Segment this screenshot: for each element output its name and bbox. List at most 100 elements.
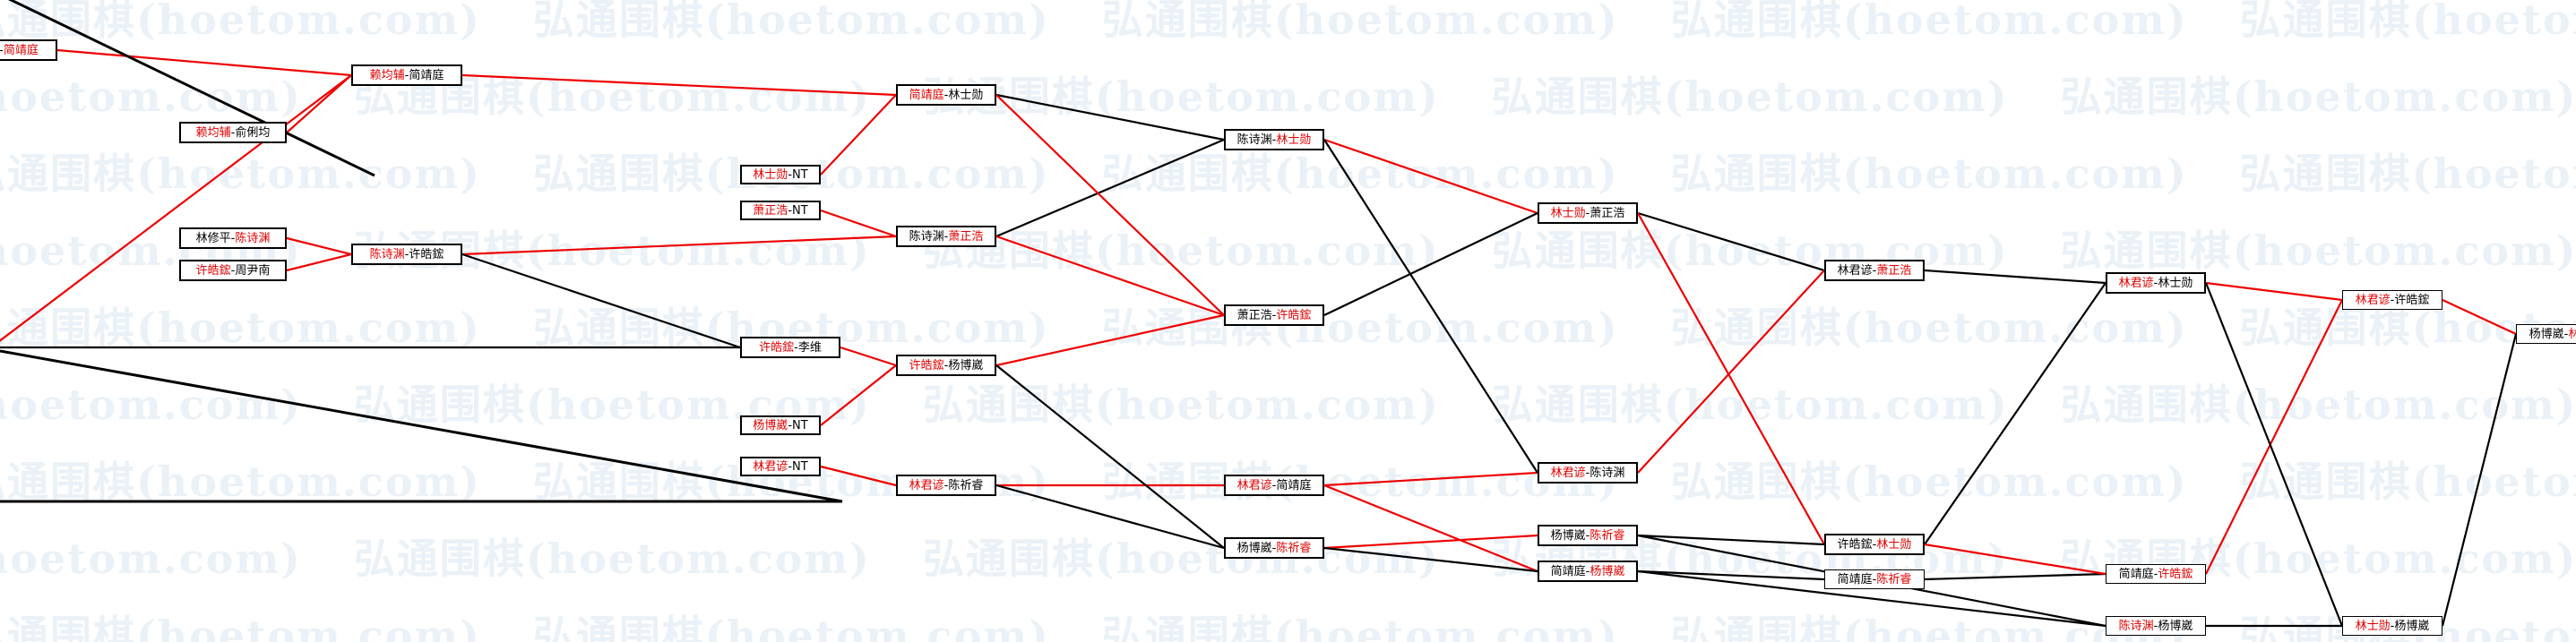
match-node[interactable]: 林君谚-林士勋 <box>2106 272 2206 294</box>
match-node[interactable]: 萧正浩-NT <box>740 201 821 220</box>
player-name: 杨博崴 <box>2394 619 2430 633</box>
watermark-row: 弘通围棋(hoetom.com)弘通围棋(hoetom.com)弘通围棋(hoe… <box>0 0 2576 47</box>
bracket-edge <box>820 364 897 426</box>
player-name: 萧正浩 <box>1876 263 1912 278</box>
bracket-edge <box>1323 471 1538 487</box>
player-name: 陈祈睿 <box>1876 572 1912 586</box>
player-name: 陈诗渊 <box>2118 619 2154 633</box>
player-name: 林君谚 <box>2355 293 2391 307</box>
watermark-text: 弘通围棋(hoetom.com) <box>532 612 1050 642</box>
watermark-text: 弘通围棋(hoetom.com) <box>1101 304 1619 352</box>
player-name: 许皓鋐 <box>1276 308 1312 322</box>
watermark-text: 弘通围棋(hoetom.com) <box>2239 458 2576 506</box>
player-name: 陈祈睿 <box>1276 541 1312 555</box>
match-node[interactable]: 陈诗渊-林士勋 <box>1224 129 1324 150</box>
match-node[interactable]: 赖均辅-简靖庭 <box>351 64 462 86</box>
match-node[interactable]: 简靖庭-许皓鋐 <box>2106 564 2206 584</box>
match-node[interactable]: 林君谚-许皓鋐 <box>2342 290 2442 310</box>
player-separator: - <box>2563 327 2569 341</box>
match-node[interactable]: 杨博崴-陈祈睿 <box>1224 537 1324 559</box>
match-node[interactable]: 许皓鋐-周尹南 <box>179 260 287 281</box>
bracket-edge <box>995 364 1225 549</box>
player-name: 陈祈睿 <box>948 478 984 492</box>
match-node[interactable]: …阳-简靖庭 <box>0 39 57 61</box>
match-node[interactable]: 林君谚-陈诗渊 <box>1538 462 1638 484</box>
player-name: 杨博崴 <box>1550 528 1586 543</box>
watermark-text: 弘通围棋(hoetom.com) <box>1670 304 2188 352</box>
match-node[interactable]: 林修平-陈诗渊 <box>179 227 287 249</box>
match-node[interactable]: 杨博崴-NT <box>740 415 821 435</box>
player-separator: - <box>1585 206 1590 220</box>
bracket-edge <box>286 253 352 272</box>
match-node[interactable]: 赖均辅-俞俐均 <box>179 122 287 143</box>
match-node[interactable]: 林士勋-杨博崴 <box>2342 616 2442 636</box>
watermark-text: 弘通围棋(hoetom.com) <box>2060 73 2576 121</box>
player-separator: - <box>788 167 793 182</box>
bracket-edge <box>286 74 352 133</box>
bracket-edge <box>1323 546 1538 573</box>
match-node[interactable]: 陈诗渊-许皓鋐 <box>351 244 462 265</box>
watermark-text: 弘通围棋(hoetom.com) <box>0 612 481 642</box>
player-separator: - <box>943 478 949 492</box>
watermark-text: 弘通围棋(hoetom.com) <box>2060 381 2576 429</box>
watermark-text: 弘通围棋(hoetom.com) <box>1491 227 2009 275</box>
watermark-text: 弘通围棋(hoetom.com) <box>1491 73 2009 121</box>
match-node[interactable]: 杨博崴-陈祈睿 <box>1538 525 1638 546</box>
player-name: 林君谚 <box>1837 263 1873 278</box>
bracket-edge <box>0 74 352 342</box>
match-node[interactable]: 许皓鋐-林士勋 <box>1824 534 1925 555</box>
player-name: 赖均辅 <box>195 125 231 140</box>
player-name: 林修平 <box>195 231 231 245</box>
watermark-text: 弘通围棋(hoetom.com) <box>2060 227 2576 275</box>
match-node[interactable]: 林君谚-NT <box>740 457 821 476</box>
player-name: 林士勋 <box>1550 206 1586 220</box>
match-node[interactable]: 简靖庭-林士勋 <box>896 84 996 106</box>
player-name: 简靖庭 <box>409 68 444 82</box>
player-name: 陈诗渊 <box>369 247 405 261</box>
watermark-text: 弘通围棋(hoetom.com) <box>1670 458 2188 506</box>
match-node[interactable]: 林士勋-萧正浩 <box>1538 202 1638 224</box>
bracket-edge <box>2441 333 2518 627</box>
match-node[interactable]: 陈诗渊-萧正浩 <box>896 226 996 247</box>
player-name: 许皓鋐 <box>409 247 444 261</box>
match-node[interactable]: 简靖庭-杨博崴 <box>1538 561 1638 582</box>
player-separator: - <box>1585 564 1590 578</box>
watermark-text: 弘通围棋(hoetom.com) <box>922 73 1440 121</box>
player-name: 简靖庭 <box>909 88 944 102</box>
match-node[interactable]: 许皓鋐-杨博崴 <box>896 355 996 376</box>
match-node[interactable]: 许皓鋐-李维 <box>740 337 840 358</box>
watermark-text: 弘通围棋(hoetom.com) <box>353 535 871 583</box>
player-name: 林士勋 <box>2355 619 2391 633</box>
watermark-text: 弘通围棋(hoetom.com) <box>1670 0 2188 44</box>
match-node[interactable]: 简靖庭-陈祈睿 <box>1824 569 1925 589</box>
bracket-edge <box>995 484 1225 550</box>
player-name: 简靖庭 <box>1550 564 1586 578</box>
match-node[interactable]: 林君谚-陈祈睿 <box>896 475 996 496</box>
player-separator: - <box>1271 541 1277 555</box>
bracket-edge <box>1924 282 2106 545</box>
player-name: 林士勋 <box>2158 276 2193 290</box>
player-separator: - <box>0 45 4 56</box>
bracket-edge <box>1637 270 1825 474</box>
bracket-edge <box>995 94 1225 316</box>
bracket-edge <box>1924 543 2106 576</box>
player-separator: - <box>943 88 949 102</box>
match-node[interactable]: 萧正浩-许皓鋐 <box>1224 304 1324 326</box>
bracket-edge <box>995 235 1225 317</box>
player-separator: - <box>404 247 409 261</box>
player-name: 林君谚 <box>1236 478 1272 492</box>
player-name: 陈诗渊 <box>235 231 271 245</box>
player-name: 林君谚 <box>2118 276 2154 290</box>
match-node[interactable]: 林士勋-NT <box>740 165 821 184</box>
watermark-text: 弘通围棋(hoetom.com) <box>0 73 302 121</box>
watermark-text: 弘通围棋(hoetom.com) <box>0 381 302 429</box>
watermark-text: 弘通围棋(hoetom.com) <box>0 0 481 44</box>
watermark-text: 弘通围棋(hoetom.com) <box>1670 150 2188 198</box>
match-node[interactable]: 林君谚-萧正浩 <box>1824 260 1925 281</box>
match-node[interactable]: 杨博崴-林君谚 <box>2516 324 2576 344</box>
match-node[interactable]: 林君谚-简靖庭 <box>1224 475 1324 496</box>
player-separator: - <box>1872 263 1877 278</box>
match-node[interactable]: 陈诗渊-杨博崴 <box>2106 616 2206 636</box>
player-separator: - <box>794 340 798 355</box>
